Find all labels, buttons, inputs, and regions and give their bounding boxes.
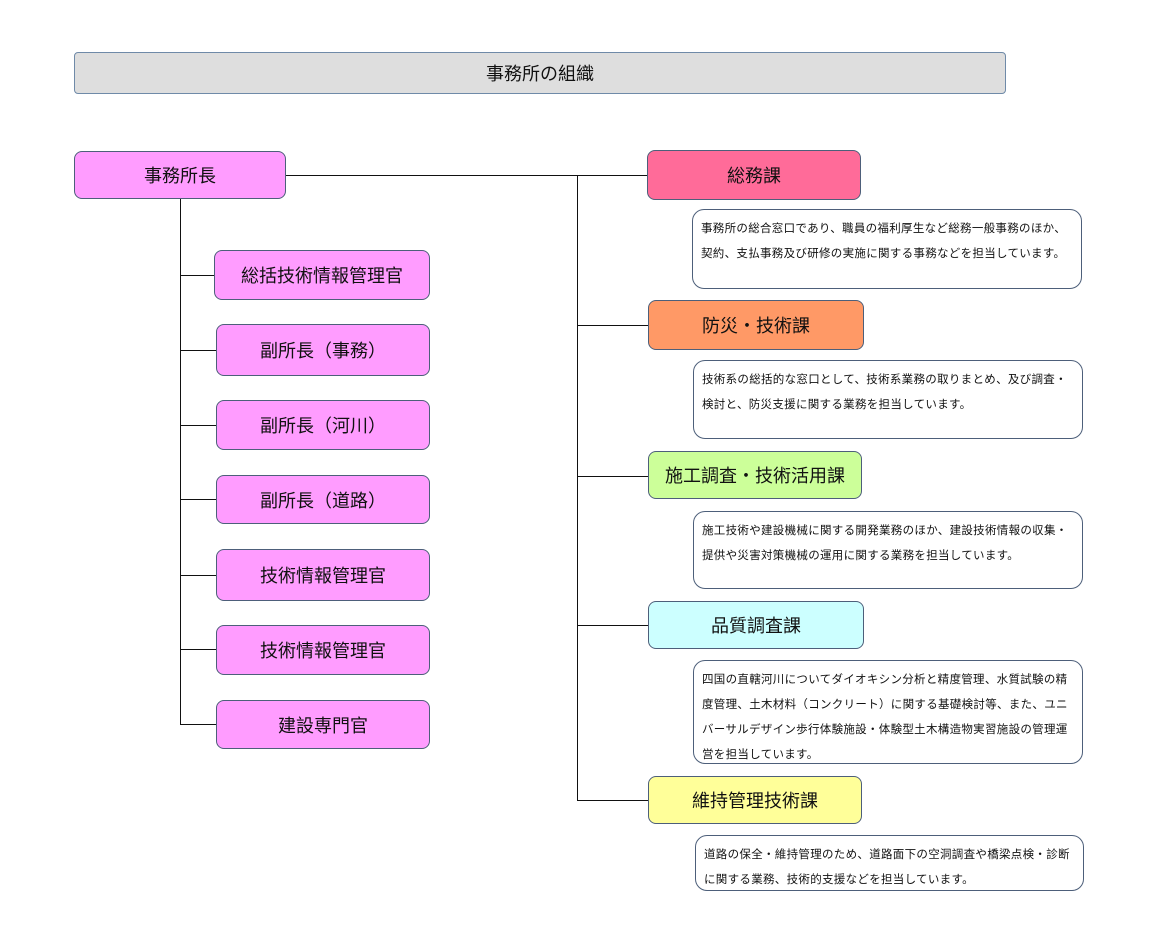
section-description: 事務所の総合窓口であり、職員の福利厚生など総務一般事務のほか、契約、支払事務及び… (692, 209, 1082, 289)
connector-right-trunk (577, 175, 578, 800)
node-left-unit: 技術情報管理官 (216, 549, 430, 601)
connector-left-branch (180, 350, 216, 351)
connector-left-trunk (180, 199, 181, 724)
node-section-construction-survey: 施工調査・技術活用課 (648, 451, 862, 499)
connector-left-branch (180, 724, 216, 725)
connector-head-right (286, 175, 578, 176)
connector-left-branch (180, 499, 216, 500)
connector-right-branch (577, 800, 648, 801)
section-description: 道路の保全・維持管理のため、道路面下の空洞調査や橋梁点検・診断に関する業務、技術… (695, 835, 1084, 891)
connector-right-branch (577, 175, 647, 176)
node-left-unit: 総括技術情報管理官 (214, 250, 430, 300)
connector-right-branch (577, 325, 648, 326)
connector-left-branch (180, 649, 216, 650)
connector-left-branch (180, 275, 215, 276)
connector-right-branch (577, 476, 648, 477)
section-description: 技術系の総括的な窓口として、技術系業務の取りまとめ、及び調査・検討と、防災支援に… (693, 360, 1083, 439)
node-section-maintenance-tech: 維持管理技術課 (648, 776, 862, 824)
node-left-unit: 建設専門官 (216, 700, 430, 749)
node-left-unit: 副所長（河川） (216, 400, 430, 450)
chart-title: 事務所の組織 (74, 52, 1006, 94)
node-left-unit: 副所長（事務） (216, 324, 430, 376)
node-head: 事務所長 (74, 151, 286, 199)
connector-left-branch (180, 575, 216, 576)
node-left-unit: 技術情報管理官 (216, 625, 430, 675)
node-section-disaster-tech: 防災・技術課 (648, 300, 864, 350)
section-description: 四国の直轄河川についてダイオキシン分析と精度管理、水質試験の精度管理、土木材料（… (693, 660, 1083, 764)
connector-left-branch (180, 425, 216, 426)
node-section-quality-survey: 品質調査課 (648, 601, 864, 649)
node-left-unit: 副所長（道路） (216, 475, 430, 524)
node-section-general-affairs: 総務課 (647, 150, 861, 200)
section-description: 施工技術や建設機械に関する開発業務のほか、建設技術情報の収集・提供や災害対策機械… (693, 511, 1083, 589)
connector-right-branch (577, 625, 648, 626)
